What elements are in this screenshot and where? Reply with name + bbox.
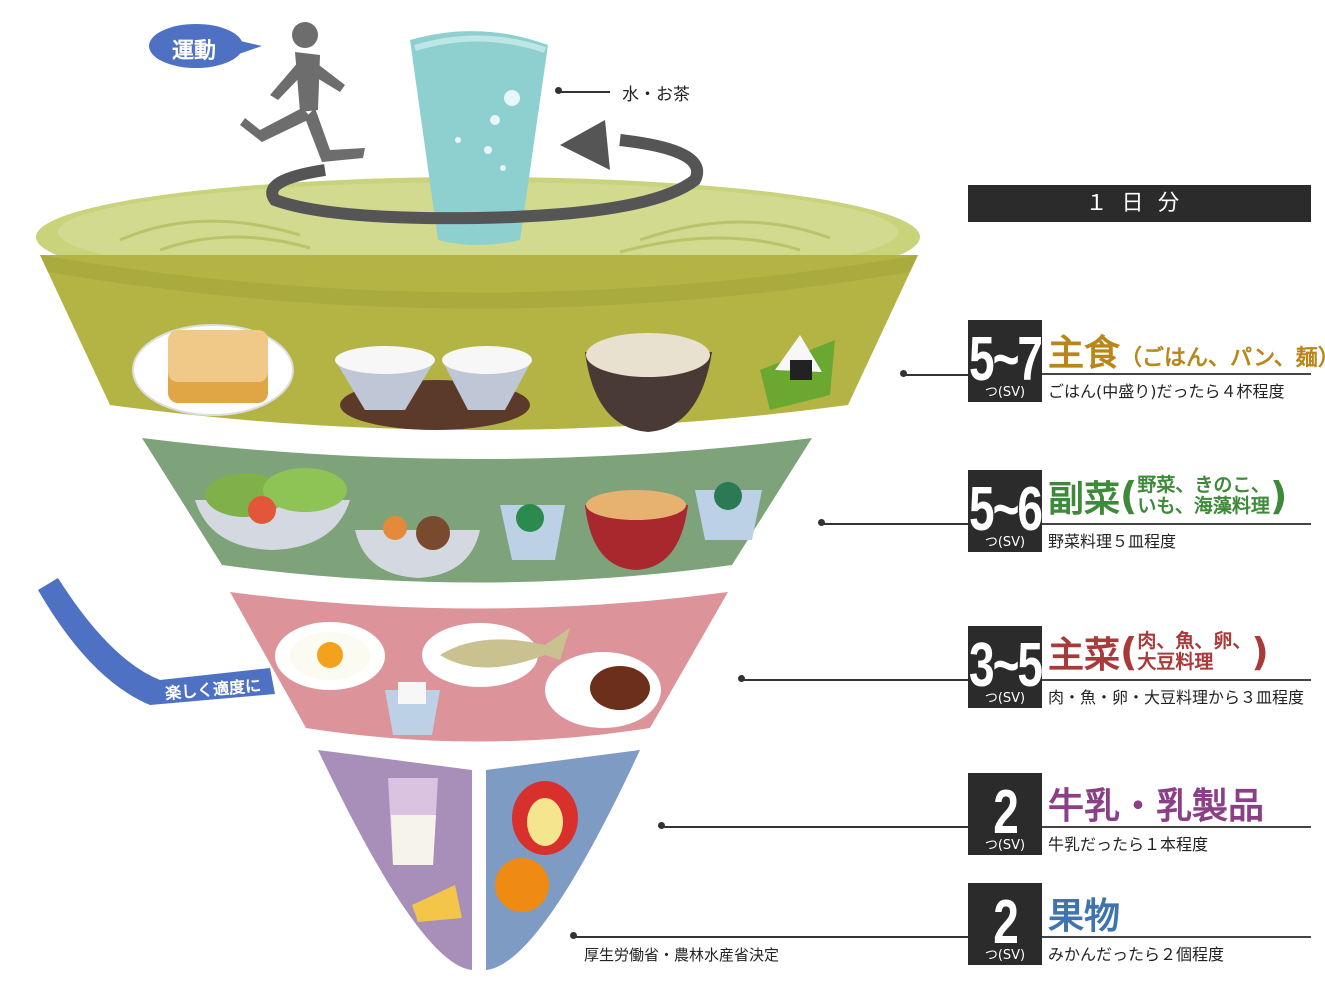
dairy-title: 牛乳・乳製品 [1048,777,1264,829]
staple-rule [1042,373,1311,375]
orange-icon [495,858,549,912]
exercise-label: 運動 [172,39,217,64]
dairy-leader-line [663,826,968,828]
side-title: 副菜(野菜、きのこ、いも、海藻料理) [1048,474,1288,520]
main-detail-2: 大豆料理 [1137,651,1214,673]
simmered-bowl-icon [355,530,480,578]
water-leader-dot [555,87,562,94]
exercise-bubble [149,24,262,68]
fruit-leader-line [575,936,968,938]
source-credit: 厚生労働省・農林水産省決定 [584,946,780,964]
main-leader-dot [738,675,745,682]
group-staple: 5~7 つ(SV) 主食（ごはん、パン、麺） ごはん(中盛り)だったら４杯程度 [968,320,1325,402]
food-icons-staple [132,324,835,432]
rice-bowl-icon [442,360,532,410]
side-note: 野菜料理５皿程度 [1048,532,1177,551]
dairy-note: 牛乳だったら１本程度 [1048,835,1209,854]
group-dairy: 2 つ(SV) 牛乳・乳製品 牛乳だったら１本程度 [968,773,1311,855]
food-icons-dairy [388,778,462,922]
cheese-icon [412,885,462,922]
main-name: 主菜 [1048,635,1121,676]
staple-leader-line [905,374,968,376]
rice-bowl-icon [335,360,435,410]
main-detail-1: 肉、魚、卵、 [1137,630,1252,652]
side-unit: つ(SV) [984,535,1026,550]
snack-ribbon [38,578,275,705]
main-rule [1042,679,1311,681]
dairy-rule [1042,826,1311,828]
water-cup-icon [410,31,548,245]
food-icons-main-dish [275,622,661,735]
side-leader-line [823,523,968,525]
fruit-amount-box: 2 つ(SV) [968,883,1042,965]
side-amount-box: 5~6 つ(SV) [968,470,1043,552]
runner-icon [240,22,365,162]
group-main-dish: 3~5 つ(SV) 主菜(肉、魚、卵、大豆料理) 肉・魚・卵・大豆料理から３皿程… [968,626,1311,708]
water-label: 水・お茶 [622,85,690,105]
staple-amount: 5~7 [968,323,1043,394]
soup-bowl-icon [585,505,688,570]
day-header: １日分 [968,185,1311,222]
staple-title: 主食（ごはん、パン、麺） [1048,324,1325,376]
main-note: 肉・魚・卵・大豆料理から３皿程度 [1048,688,1305,707]
dairy-leader-dot [658,822,665,829]
fruit-name: 果物 [1048,896,1121,937]
group-fruit: 2 つ(SV) 果物 みかんだったら２個程度 [968,883,1311,965]
dairy-unit: つ(SV) [984,838,1026,853]
staple-amount-box: 5~7 つ(SV) [968,320,1043,402]
staple-detail: （ごはん、パン、麺） [1120,346,1325,371]
side-detail-2: いも、海藻料理 [1137,495,1270,517]
fruit-note: みかんだったら２個程度 [1048,945,1225,964]
side-detail-1: 野菜、きのこ、 [1137,474,1271,496]
staple-leader-dot [900,370,907,377]
dairy-name: 牛乳・乳製品 [1048,786,1265,827]
main-unit: つ(SV) [984,691,1026,706]
main-leader-line [743,679,968,681]
fruit-amount: 2 [993,886,1019,957]
fruit-rule [1042,936,1311,938]
fruit-title: 果物 [1048,887,1120,939]
food-icons-fruit [495,781,578,912]
side-leader-dot [818,519,825,526]
top-disc-swirls [119,219,831,254]
fruit-unit: つ(SV) [984,948,1026,963]
side-name: 副菜 [1048,479,1121,520]
water-leader-line [560,91,610,93]
main-amount-box: 3~5 つ(SV) [968,626,1043,708]
side-amount: 5~6 [968,473,1043,544]
food-icons-side-dish [195,468,762,578]
main-amount: 3~5 [968,629,1043,700]
group-side-dish: 5~6 つ(SV) 副菜(野菜、きのこ、いも、海藻料理) 野菜料理５皿程度 [968,470,1311,552]
staple-note: ごはん(中盛り)だったら４杯程度 [1048,382,1285,401]
dairy-amount-box: 2 つ(SV) [968,773,1042,855]
dairy-amount: 2 [993,776,1019,847]
rotation-arrow-icon [266,120,703,225]
staple-name: 主食 [1048,333,1121,374]
staple-unit: つ(SV) [984,385,1026,400]
fruit-leader-dot [570,932,577,939]
side-rule [1042,523,1311,525]
small-dish-icon [695,490,762,540]
main-title: 主菜(肉、魚、卵、大豆料理) [1048,630,1269,676]
